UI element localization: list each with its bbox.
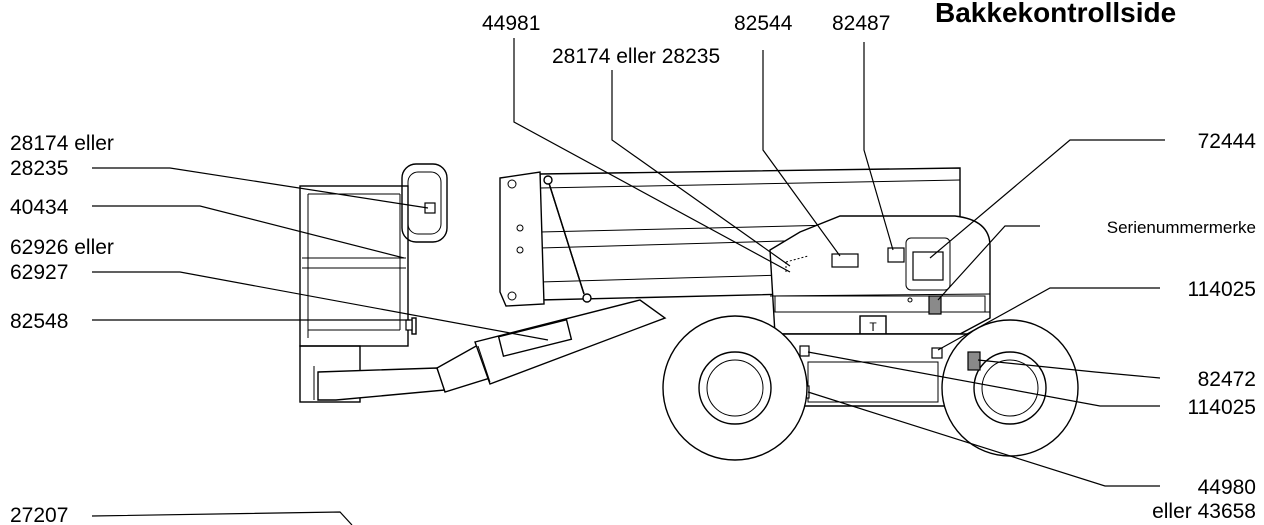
- decal-82548: [405, 319, 413, 331]
- decal-72444: [912, 251, 944, 281]
- decal-serial-plate: [928, 295, 942, 315]
- leader-lines: [91, 38, 1165, 525]
- label-28174-top: 28174 eller 28235: [552, 45, 720, 68]
- jib-arm: [317, 299, 667, 401]
- platform-basket: [299, 185, 417, 403]
- decal-82544: [831, 253, 859, 268]
- decal-114025-lower: [799, 345, 810, 357]
- label-72444: 72444: [1198, 130, 1257, 153]
- label-44980-line2: eller 43658: [1152, 500, 1256, 523]
- decal-82472: [967, 351, 981, 371]
- turntable: T: [769, 215, 991, 337]
- part-labels: 44981 82544 82487 28174 eller 28235 2817…: [10, 12, 1256, 525]
- label-114025-bottom: 114025: [1187, 396, 1256, 419]
- label-82487: 82487: [832, 12, 890, 35]
- platform-control-box: [401, 163, 448, 243]
- label-82472: 82472: [1198, 368, 1256, 391]
- label-28174-left-line1: 28174 eller: [10, 132, 114, 155]
- label-44981: 44981: [482, 12, 540, 35]
- label-114025-top: 114025: [1187, 278, 1256, 301]
- label-62926-line1: 62926 eller: [10, 236, 114, 259]
- label-82548: 82548: [10, 310, 68, 333]
- label-62926-line2: 62927: [10, 261, 68, 284]
- decal-82487: [887, 247, 905, 263]
- label-44980-line1: 44980: [1198, 476, 1256, 499]
- label-serial-number: Serienummermerke: [1107, 218, 1256, 237]
- decal-114025-upper: [931, 347, 943, 359]
- diagram-title: Bakkekontrollside: [935, 0, 1176, 28]
- label-82544: 82544: [734, 12, 793, 35]
- label-28174-left-line2: 28235: [10, 157, 68, 180]
- label-40434: 40434: [10, 196, 69, 219]
- plate-symbol: T: [869, 320, 877, 334]
- rear-wheel: [941, 319, 1079, 457]
- label-27207: 27207: [10, 504, 68, 525]
- front-wheel: [662, 315, 808, 461]
